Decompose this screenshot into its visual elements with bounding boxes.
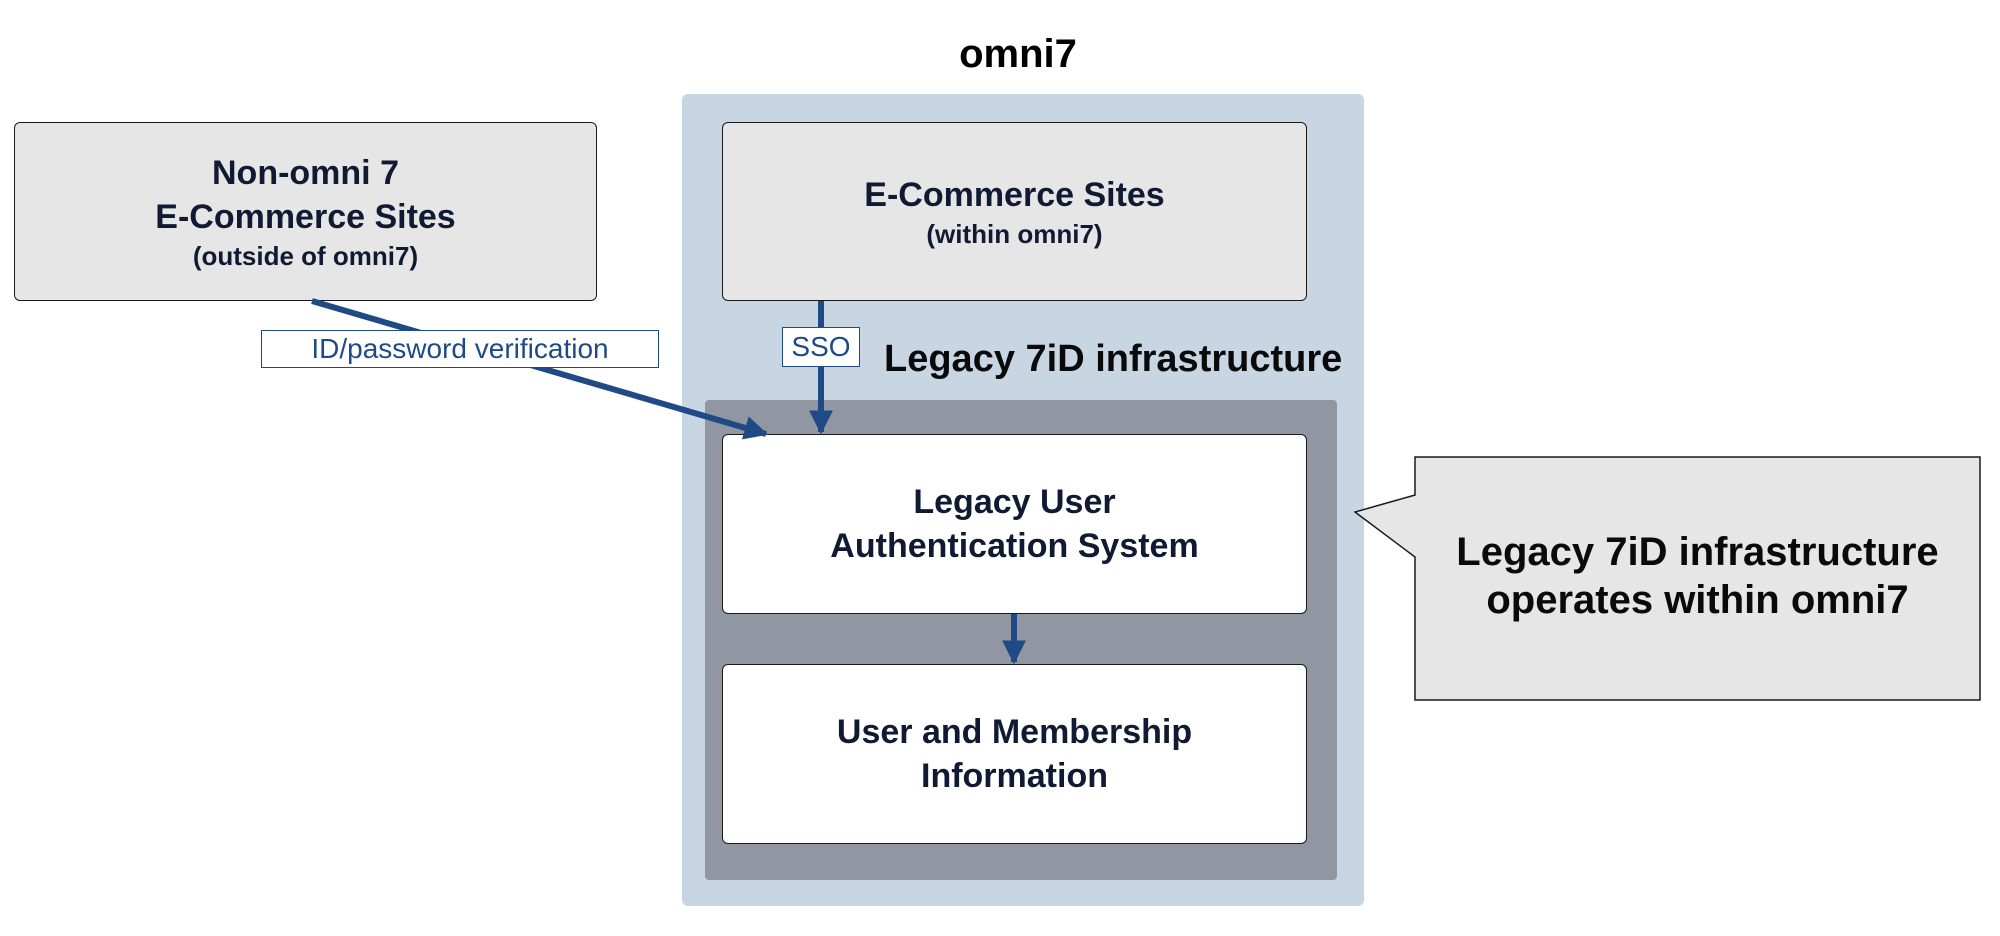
non-omni-subtitle: (outside of omni7) (192, 240, 419, 271)
membership-line1: User and Membership (836, 713, 1193, 751)
auth-system-line2: Authentication System (830, 527, 1199, 565)
non-omni-ecommerce-box: Non-omni 7 E-Commerce Sites (outside of … (14, 122, 597, 301)
user-membership-info-box: User and Membership Information (722, 664, 1307, 844)
ecommerce-sites-subtitle: (within omni7) (926, 218, 1103, 249)
legacy-auth-system-box: Legacy User Authentication System (722, 434, 1307, 614)
sso-label: SSO (782, 327, 860, 367)
ecommerce-sites-box: E-Commerce Sites (within omni7) (722, 122, 1307, 301)
ecommerce-sites-title: E-Commerce Sites (864, 175, 1165, 214)
auth-system-line1: Legacy User (913, 483, 1116, 521)
membership-line2: Information (921, 757, 1108, 795)
callout-line2: operates within omni7 (1486, 578, 1909, 622)
non-omni-title-line1: Non-omni 7 (212, 153, 399, 192)
callout-line1: Legacy 7iD infrastructure (1456, 530, 1939, 574)
non-omni-title-line2: E-Commerce Sites (155, 197, 456, 236)
legacy-7id-region-title: Legacy 7iD infrastructure (884, 338, 1343, 380)
id-password-verification-label: ID/password verification (261, 330, 659, 368)
callout-text: Legacy 7iD infrastructure operates withi… (1415, 528, 1980, 624)
diagram-title: omni7 (959, 32, 1077, 76)
callout-bubble (1353, 456, 1981, 701)
